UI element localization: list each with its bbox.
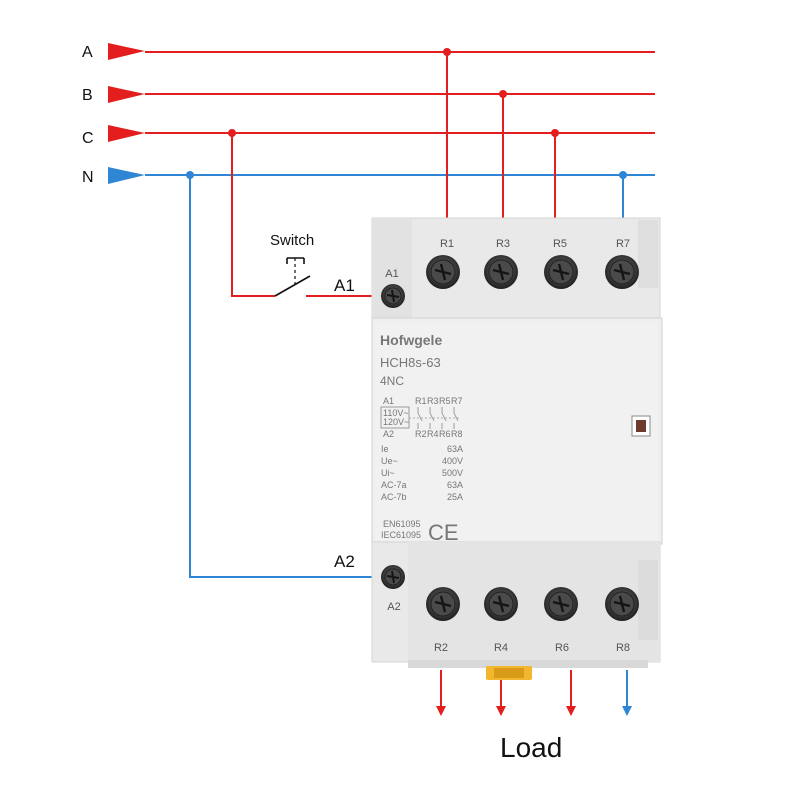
- schematic-coil-voltage-1: 110V~: [383, 408, 409, 418]
- phase-label-a: A: [82, 44, 93, 61]
- wire-n-to-a2: [189, 175, 375, 578]
- rating-key: AC-7b: [381, 492, 407, 502]
- switch-label: Switch: [270, 232, 314, 249]
- load-label: Load: [500, 732, 562, 763]
- rating-value: 25A: [447, 492, 463, 502]
- screw-terminal-icon: [605, 255, 639, 289]
- schematic-contact-r2: R2: [415, 429, 427, 439]
- output-arrow-icon: [622, 706, 632, 716]
- phase-label-c: C: [82, 130, 94, 147]
- rating-key: Ie: [381, 444, 389, 454]
- terminal-label-a1: A1: [385, 268, 398, 280]
- schematic-coil-top: A1: [383, 396, 394, 406]
- screw-terminal-icon: [426, 587, 460, 621]
- standard-iec: IEC61095: [381, 530, 421, 540]
- screw-terminal-icon: [484, 255, 518, 289]
- rating-key: AC-7a: [381, 480, 407, 490]
- a1-wire-label: A1: [334, 276, 355, 295]
- switch-symbol-icon: [274, 257, 311, 297]
- device-type: 4NC: [380, 374, 404, 388]
- schematic-coil-bottom: A2: [383, 429, 394, 439]
- schematic-contact-r1: R1: [415, 396, 427, 406]
- junction-dot: [186, 171, 194, 179]
- wire-c-to-switch: [231, 133, 275, 297]
- phase-c-arrow-icon: [108, 125, 145, 142]
- junction-dot: [443, 48, 451, 56]
- output-arrow-icon: [566, 706, 576, 716]
- output-arrow-icon: [436, 706, 446, 716]
- internal-schematic: A1 110V~ 120V~ A2 R1 R3 R5 R7 R2 R4 R6 R…: [380, 396, 463, 439]
- schematic-contact-r8: R8: [451, 429, 463, 439]
- terminal-label-a2: A2: [387, 601, 400, 613]
- screw-terminal-icon: [426, 255, 460, 289]
- output-arrow-icon: [496, 706, 506, 716]
- rating-value: 400V: [442, 456, 463, 466]
- terminal-label-r1: R1: [440, 238, 454, 250]
- junction-dot: [499, 90, 507, 98]
- a2-wire-label: A2: [334, 552, 355, 571]
- schematic-coil-voltage-2: 120V~: [383, 417, 409, 427]
- phase-b-arrow-icon: [108, 86, 145, 103]
- schematic-contact-r4: R4: [427, 429, 439, 439]
- terminal-label-r7: R7: [616, 238, 630, 250]
- rating-value: 63A: [447, 480, 463, 490]
- rating-value: 63A: [447, 444, 463, 454]
- rating-key: Ui~: [381, 468, 395, 478]
- schematic-contact-r6: R6: [439, 429, 451, 439]
- schematic-contact-r3: R3: [427, 396, 439, 406]
- terminal-label-r2: R2: [434, 642, 448, 654]
- terminal-label-r5: R5: [553, 238, 567, 250]
- rating-key: Ue~: [381, 456, 398, 466]
- terminal-label-r8: R8: [616, 642, 630, 654]
- schematic-contact-r5: R5: [439, 396, 451, 406]
- terminal-label-r6: R6: [555, 642, 569, 654]
- junction-dot: [619, 171, 627, 179]
- screw-terminal-icon: [544, 587, 578, 621]
- junction-dot: [551, 129, 559, 137]
- terminal-label-r4: R4: [494, 642, 508, 654]
- standard-en: EN61095: [383, 519, 421, 529]
- neutral-arrow-icon: [108, 167, 145, 184]
- junction-dot: [228, 129, 236, 137]
- contactor-device: [371, 217, 663, 680]
- phase-a-arrow-icon: [108, 43, 145, 60]
- screw-terminal-icon: [484, 587, 518, 621]
- screw-terminal-icon: [381, 565, 405, 589]
- phase-label-b: B: [82, 87, 93, 104]
- screw-terminal-icon: [544, 255, 578, 289]
- phase-label-n: N: [82, 169, 94, 186]
- screw-terminal-icon: [605, 587, 639, 621]
- brand-name: Hofwgele: [380, 332, 442, 348]
- schematic-contact-r7: R7: [451, 396, 463, 406]
- rating-value: 500V: [442, 468, 463, 478]
- terminal-label-r3: R3: [496, 238, 510, 250]
- ce-mark: CE: [428, 520, 459, 545]
- screw-terminal-icon: [381, 284, 405, 308]
- model-number: HCH8s-63: [380, 355, 441, 370]
- ratings-table: Ie 63A Ue~ 400V Ui~ 500V AC-7a 63A AC-7b…: [381, 444, 463, 502]
